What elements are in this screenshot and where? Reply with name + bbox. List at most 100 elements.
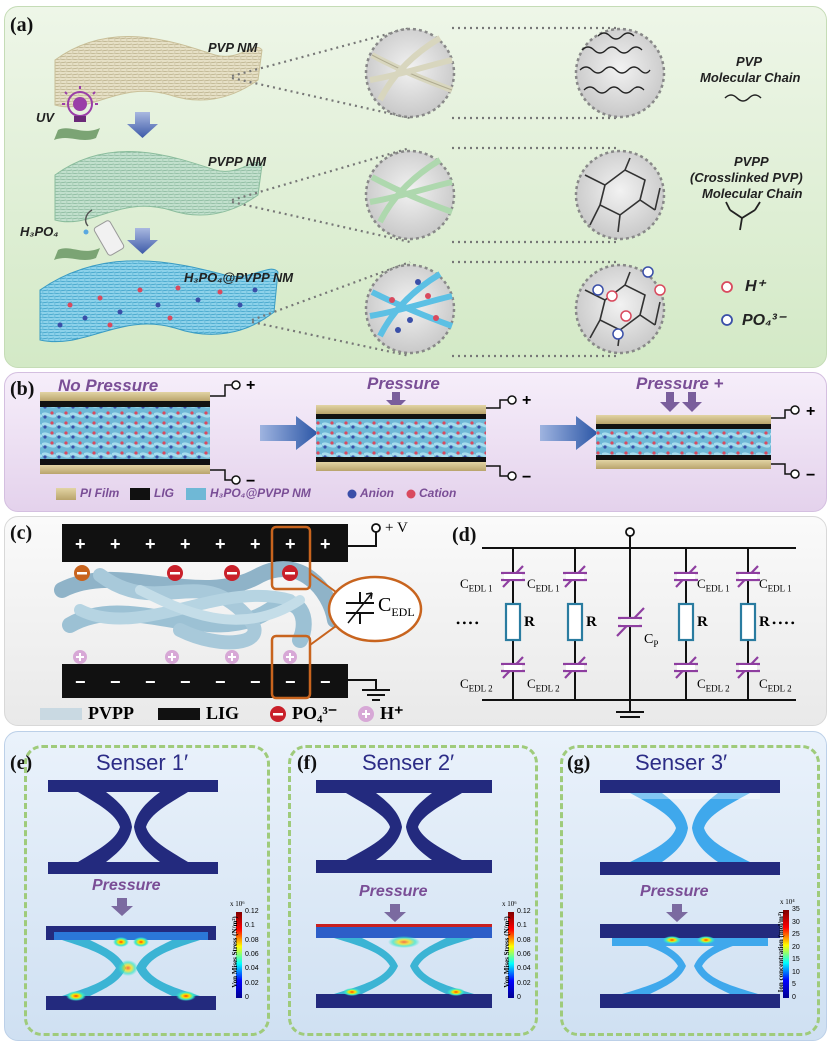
no-pressure-label: No Pressure: [58, 376, 159, 395]
legend-lig-text: LIG: [154, 486, 174, 500]
cedl2-label-1: CEDL 2: [460, 676, 493, 694]
legend-pi-text: PI Film: [80, 486, 120, 500]
zoom-circle-pvpp-chains: [574, 149, 666, 241]
membrane-ions: [57, 285, 258, 328]
colorbar-tick-label: 0.12: [245, 908, 259, 915]
legend-anion-text: Anion: [360, 486, 394, 500]
dots-right: ••••: [772, 616, 797, 630]
resistor-label-4: R: [759, 614, 770, 630]
svg-text:−: −: [75, 672, 86, 692]
resistors: [504, 602, 757, 642]
svg-text:+: +: [320, 534, 331, 554]
resistor-label-1: R: [524, 614, 535, 630]
cedl2-label-4: CEDL 2: [759, 676, 792, 694]
po4-ions: [74, 565, 298, 581]
h3po4-label: H₃PO₄: [20, 224, 59, 239]
senser-3-undeformed: [600, 780, 780, 875]
dots-left: ••••: [456, 616, 481, 630]
svg-text:−: −: [250, 672, 261, 692]
senser-3-concentration-map: [600, 924, 780, 1008]
legend-lig-swatch-c: [158, 708, 200, 720]
colorbar-tick-label: 0.04: [245, 965, 259, 973]
panel-d-label: (d): [452, 524, 477, 546]
colorbar-tick-label: 0.12: [517, 908, 531, 915]
h-ions: [73, 650, 297, 664]
h3po4-pvpp-membrane: [39, 260, 279, 343]
svg-text:−: −: [110, 672, 121, 692]
zoom-circle-h3po4-fibers: [364, 263, 456, 355]
exponent-g: x 10⁴: [780, 898, 795, 906]
colorbar-tick-label: 0: [517, 994, 521, 1001]
legend-pi-swatch: [56, 488, 76, 500]
pvp-membrane: [54, 36, 263, 108]
colorbar-tick-label: 35: [792, 906, 800, 913]
legend-nm-text: H₃PO₄@PVPP NM: [210, 486, 311, 500]
h-plus-symbol: [721, 281, 733, 293]
svg-text:+: +: [522, 392, 531, 409]
colorbar-tick-label: 10: [792, 968, 800, 976]
senser-1-undeformed: [48, 780, 218, 874]
colorbar-tick-label: 0.06: [517, 951, 531, 958]
svg-text:−: −: [180, 672, 191, 692]
cedl1-label-4: CEDL 1: [759, 576, 792, 594]
h3po4-pvpp-nm-label: H₃PO₄@PVPP NM: [184, 270, 294, 285]
down-arrow-2: [127, 228, 158, 254]
down-arrow-1: [127, 112, 158, 138]
svg-text:+: +: [75, 534, 86, 554]
edl-box-top: [270, 525, 312, 591]
panel-b-label: (b): [10, 378, 35, 400]
colorbar-tick-label: 15: [792, 956, 800, 964]
cedl2-label-2: CEDL 2: [527, 676, 560, 694]
exponent-e: x 10⁶: [230, 900, 245, 908]
colorbar-g: [783, 910, 789, 998]
right-arrow-2: [540, 416, 598, 450]
resistor-label-2: R: [586, 614, 597, 630]
legend-lig-text-c: LIG: [206, 703, 240, 723]
h3po4-bottle-icon: [54, 209, 125, 260]
colorbar-f: [508, 912, 514, 998]
colorbar-g-label: Ion concentration (mol/m³): [777, 911, 785, 993]
svg-text:+: +: [806, 403, 815, 420]
cedl2-label-3: CEDL 2: [697, 676, 730, 694]
pressure-label: Pressure: [367, 374, 440, 393]
pvp-nm-label: PVP NM: [208, 40, 258, 55]
cedl-label: CEDL: [378, 594, 415, 619]
svg-text:−: −: [285, 672, 296, 692]
svg-text:+: +: [285, 534, 296, 554]
voltage-label: + V: [385, 520, 408, 536]
svg-text:−: −: [320, 672, 331, 692]
device-no-pressure: + −: [40, 377, 255, 490]
legend-lig-swatch: [130, 488, 150, 500]
svg-text:−: −: [522, 469, 531, 486]
svg-text:+: +: [250, 534, 261, 554]
top-electrode: [62, 524, 348, 562]
pvpp-chain-line3: Molecular Chain: [702, 186, 803, 201]
colorbar-tick-label: 0: [792, 994, 796, 1001]
svg-text:+: +: [180, 534, 191, 554]
variable-capacitor-icon: [346, 592, 374, 624]
colorbar-tick-label: 30: [792, 918, 800, 926]
legend-h-text: H⁺: [380, 703, 404, 723]
pressure-arrow-e: [111, 898, 133, 916]
cedl1-label-3: CEDL 1: [697, 576, 730, 594]
pvp-chain-symbol: [724, 94, 762, 102]
pressure-plus-label: Pressure +: [636, 374, 724, 393]
senser-2-title: Senser 2′: [362, 750, 455, 775]
colorbar-tick-label: 0.1: [517, 922, 527, 930]
colorbar-tick-label: 0.06: [245, 951, 259, 958]
pressure-label-e: Pressure: [92, 877, 161, 894]
cedl1-label-1: CEDL 1: [460, 576, 493, 594]
zoom-circle-h3po4-chains: [574, 263, 666, 355]
subpanel-g: [560, 745, 820, 1036]
senser-3-title: Senser 3′: [635, 750, 728, 775]
senser-1-stress-map: [46, 926, 216, 1010]
svg-text:+: +: [215, 534, 226, 554]
colorbar-tick-label: 0.02: [517, 979, 531, 987]
colorbar-tick-label: 20: [792, 943, 800, 951]
colorbar-tick-label: 0.04: [517, 965, 531, 973]
colorbar-tick-label: 0.1: [245, 922, 255, 930]
svg-text:−: −: [806, 467, 815, 484]
